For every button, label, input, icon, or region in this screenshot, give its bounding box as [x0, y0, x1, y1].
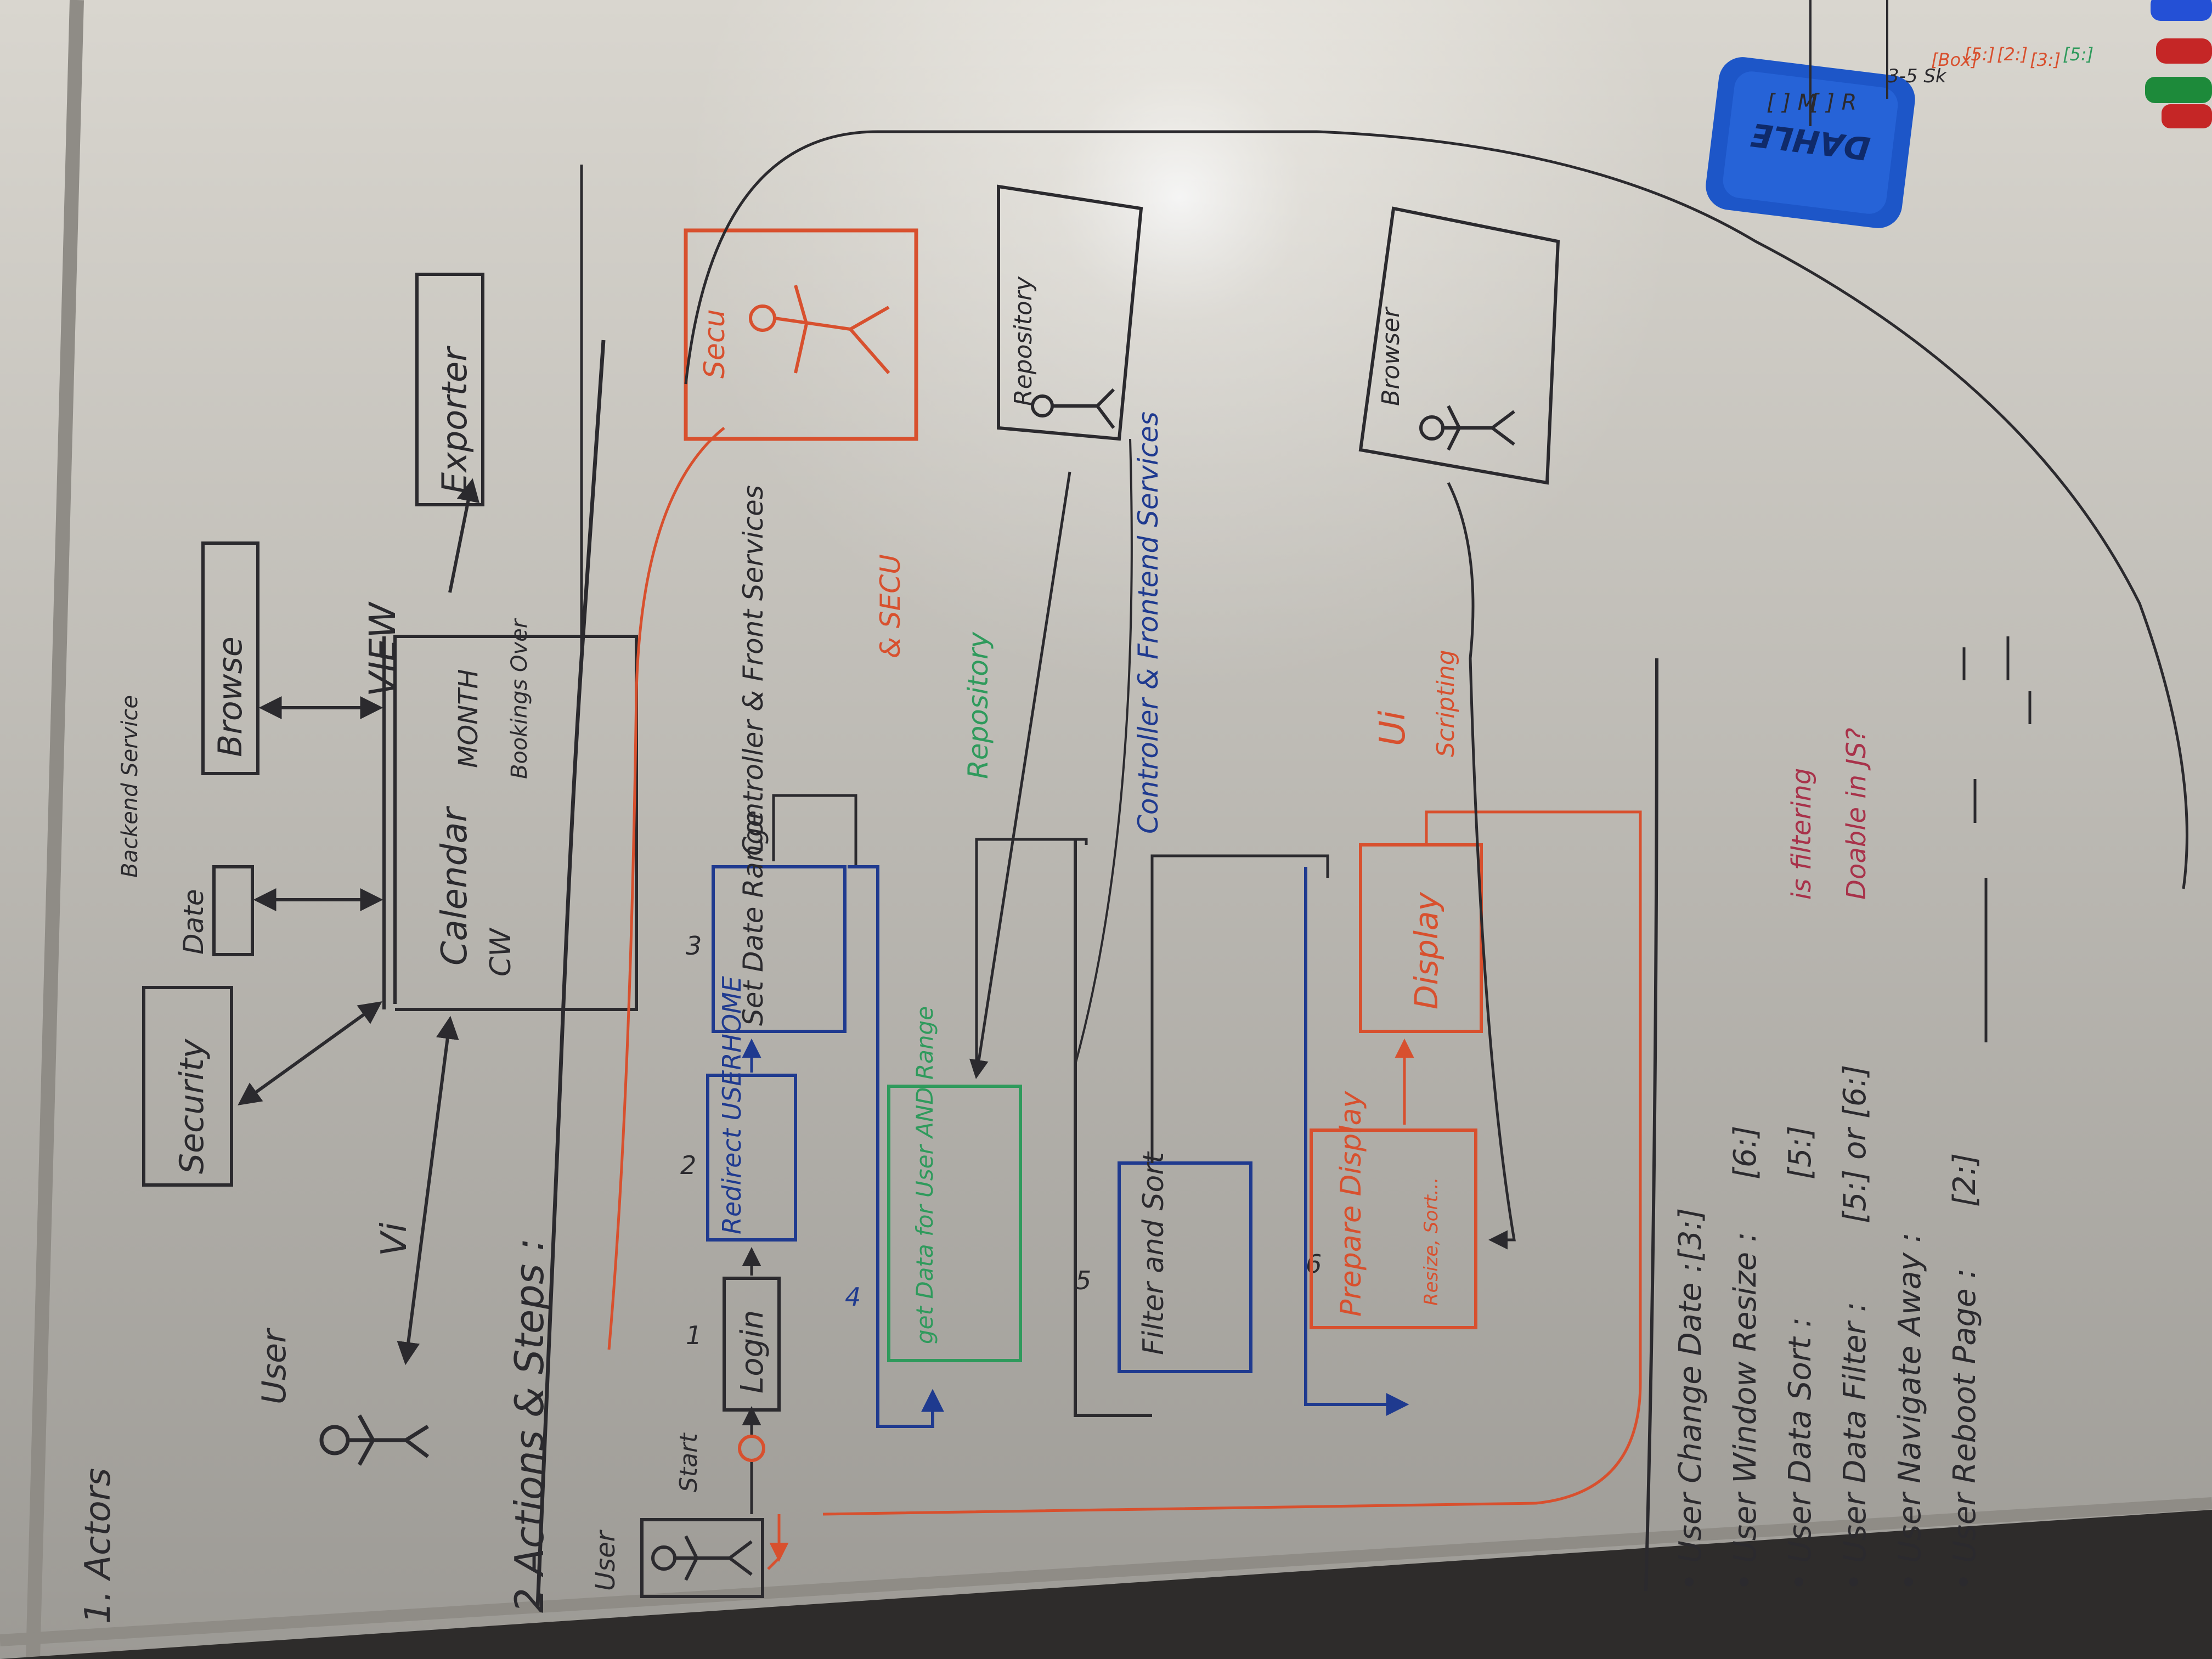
event-item: • User Window Resize : — [1728, 1232, 1763, 1591]
cw-label: CW — [484, 927, 517, 977]
exporter-box: Exporter — [435, 346, 475, 494]
corner-note: [5:] — [2063, 44, 2094, 65]
prepare-display-box — [1310, 1128, 1477, 1329]
corner-note: [ ] M — [1767, 90, 1816, 115]
filter-note: is filtering — [1786, 768, 1817, 900]
controller-frontend-label: Controller & Frontend Services — [1132, 411, 1164, 834]
set-date-range-label: Set Date Range — [737, 810, 769, 1026]
corner-note: [5:] — [1964, 44, 1995, 65]
browse-box: Browse — [211, 636, 250, 757]
stick-figure-icon — [749, 285, 890, 374]
redirect-label: Redirect USERHOME — [717, 976, 747, 1234]
start-label: Start — [675, 1432, 703, 1492]
login-label: Login — [735, 1310, 770, 1393]
start-node — [738, 1435, 765, 1462]
section-divider — [535, 340, 606, 1608]
user-label: User — [255, 1328, 294, 1404]
security-box: Security — [173, 1038, 211, 1174]
vi-label: Vi — [374, 1222, 415, 1256]
browser-actor-label: Browser — [1377, 306, 1405, 406]
bookings-over: Bookings Over — [507, 618, 532, 779]
user-lane-label: User — [590, 1529, 621, 1591]
event-item: • User Change Date : — [1673, 1262, 1708, 1591]
step-number: 4 — [845, 1282, 861, 1312]
section-actions-steps: 2 Actions & Steps : User Start 1 2 3 4 5… — [506, 130, 2188, 1613]
set-date-range-box — [712, 865, 847, 1033]
ui-label: Ui — [1373, 710, 1413, 746]
stick-figure-icon — [1031, 388, 1115, 429]
event-item: • User Data Filter : — [1837, 1302, 1873, 1591]
display-box — [1359, 843, 1483, 1033]
marker-caps — [2145, 0, 2212, 128]
section-actors: 1. Actors User Vi Security Date Backend … — [78, 273, 638, 1624]
repository-label: Repository — [962, 631, 994, 779]
corner-note: 3-5 Sk — [1887, 65, 1947, 87]
enclosing-loop — [684, 130, 2188, 889]
secu-actor-box — [684, 228, 918, 441]
corner-note: [2:] — [1997, 44, 2028, 65]
secu-inline-label: & SECU — [874, 554, 906, 658]
month-label: MONTH — [453, 669, 484, 768]
prepare-display-label: Prepare Display — [1335, 1091, 1368, 1317]
scripting-label: Scripting — [1432, 650, 1460, 757]
prepare-display-sub: Resize, Sort... — [1420, 1177, 1442, 1306]
corner-note: [ ] R — [1810, 90, 1857, 115]
event-value: [2:] — [1947, 1153, 1983, 1207]
step-number: 2 — [680, 1150, 696, 1180]
corner-notes: [5:] [3:] [2:] [5:] [Box] 3-5 Sk [ ] R [… — [1767, 0, 2094, 126]
filter-note: Doable in JS? — [1841, 728, 1872, 900]
step-number: 5 — [1075, 1266, 1091, 1295]
stick-figure-icon — [319, 1414, 430, 1466]
whiteboard-eraser: DAHLE — [1706, 57, 1915, 228]
get-data-box — [887, 1085, 1022, 1362]
get-data-label: get Data for User AND Range — [911, 1006, 938, 1344]
date-label: Date — [178, 889, 210, 955]
repository-actor-box — [997, 184, 1143, 441]
filter-sort-box — [1118, 1161, 1252, 1373]
login-box — [723, 1277, 781, 1412]
stick-figure-icon — [651, 1535, 753, 1581]
step-number: 6 — [1306, 1249, 1322, 1279]
event-item: • User Reboot Page : — [1947, 1268, 1983, 1591]
repository-actor-label: Repository — [1009, 276, 1037, 406]
filter-sort-label: Filter and Sort — [1137, 1151, 1170, 1355]
calendar-label: Calendar — [435, 806, 475, 966]
redirect-box — [706, 1074, 797, 1242]
event-item: • User Data Sort : — [1782, 1317, 1818, 1591]
event-list: • User Change Date : [3:] • User Window … — [1673, 636, 2032, 1592]
section2-heading: 2 Actions & Steps : — [506, 1238, 552, 1613]
secu-actor-label: Secu — [698, 309, 731, 379]
stick-figure-icon — [1419, 405, 1515, 451]
corner-note: [Box] — [1931, 49, 1978, 70]
event-item: • User Navigate Away : — [1892, 1233, 1928, 1592]
step-number: 1 — [686, 1321, 702, 1350]
event-value: [6:] — [1728, 1126, 1763, 1180]
backend-note: Backend Service — [117, 695, 143, 878]
event-value: [5:] or [6:] — [1837, 1065, 1873, 1223]
event-value: [3:] — [1673, 1208, 1708, 1262]
browser-actor-box — [1358, 206, 1560, 485]
controller-front-label: Controller & Front Services — [737, 485, 769, 856]
step-number: 3 — [686, 931, 702, 961]
corner-note: [3:] — [2030, 49, 2061, 70]
event-value: [5:] — [1782, 1126, 1818, 1180]
section1-heading: 1. Actors — [78, 1468, 119, 1624]
display-label: Display — [1408, 892, 1445, 1009]
